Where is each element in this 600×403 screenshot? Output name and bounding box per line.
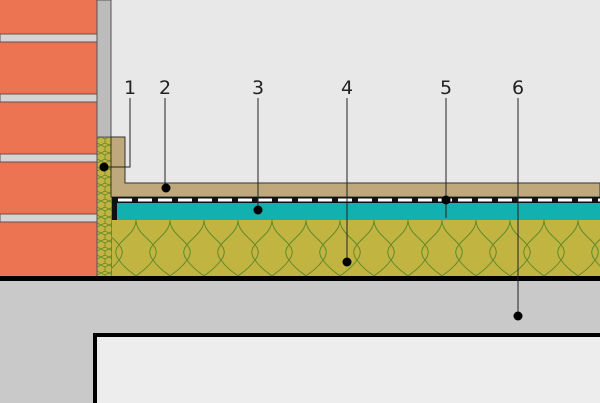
label-6: 6 bbox=[512, 77, 524, 99]
mineral-wool-insulation bbox=[112, 220, 600, 276]
wall-plaster bbox=[96, 0, 112, 139]
impact-sound-layer bbox=[117, 203, 600, 220]
marker-dot-5 bbox=[441, 195, 451, 205]
marker-dot-3 bbox=[253, 205, 263, 215]
brick-wall bbox=[0, 0, 98, 278]
marker-dot-4 bbox=[342, 257, 352, 267]
marker-dot-6 bbox=[513, 311, 523, 321]
marker-dot-1 bbox=[99, 162, 109, 172]
label-3: 3 bbox=[252, 77, 264, 99]
label-1: 1 bbox=[124, 77, 136, 99]
label-5: 5 bbox=[440, 77, 452, 99]
floor-screed bbox=[110, 136, 600, 198]
label-4: 4 bbox=[341, 77, 353, 99]
separation-membrane bbox=[112, 197, 600, 220]
edge-insulation-strip bbox=[96, 136, 113, 279]
room-below bbox=[93, 333, 600, 403]
label-2: 2 bbox=[159, 77, 171, 99]
marker-dot-2 bbox=[161, 183, 171, 193]
waterproofing-layer bbox=[0, 276, 600, 281]
leader-line-1 bbox=[104, 98, 131, 168]
